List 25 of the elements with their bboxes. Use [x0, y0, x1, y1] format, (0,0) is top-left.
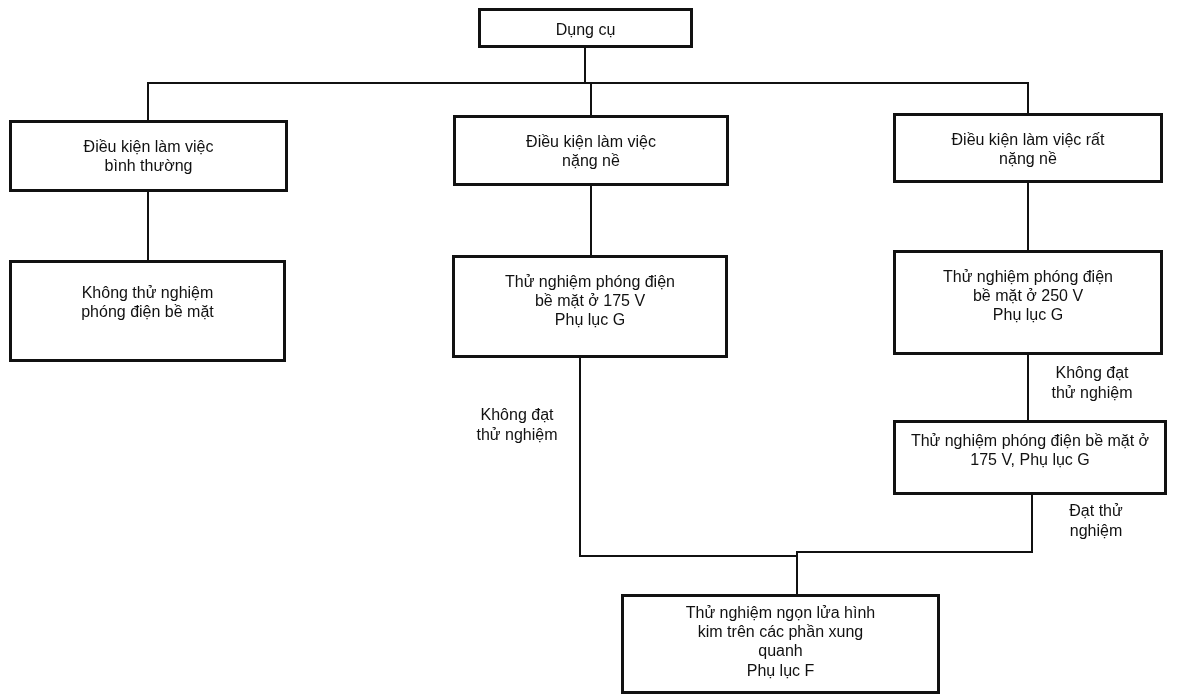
connector-line [1027, 182, 1029, 251]
box-text: Dụng cụ [555, 20, 616, 40]
process-box [893, 113, 1163, 183]
box-text: Thử nghiệm ngọn lửa hình kim trên các phần xung quanh [684, 603, 877, 661]
box-text: Điều kiện làm việc rất nặng nề [950, 130, 1106, 169]
box-text: Điều kiện làm việc nặng nề [525, 132, 657, 171]
process-box [452, 255, 728, 358]
box-text: Thử nghiệm phóng điện bề mặt ở 250 V [942, 267, 1114, 306]
box-text: Không thử nghiệm phóng điện bề mặt [80, 283, 215, 322]
process-box [621, 594, 940, 694]
box-text: Thử nghiệm phóng điện bề mặt ở 175 V [504, 272, 676, 311]
box-text: Thử nghiệm phóng điện bề mặt ở 175 V, Phụ lục G [909, 431, 1151, 470]
box-text: Điều kiện làm việc bình thường [82, 137, 215, 176]
box-text: Phụ lục G [992, 305, 1064, 325]
box-text: Phụ lục F [746, 660, 815, 680]
connector-line [590, 185, 592, 256]
process-box [893, 420, 1167, 495]
process-box [478, 8, 693, 48]
connector-line [147, 191, 149, 261]
process-box [9, 120, 288, 192]
process-box [893, 250, 1163, 355]
box-text: Phụ lục G [554, 310, 626, 330]
process-box [453, 115, 729, 186]
connector-line [1027, 354, 1029, 421]
process-box [9, 260, 286, 362]
